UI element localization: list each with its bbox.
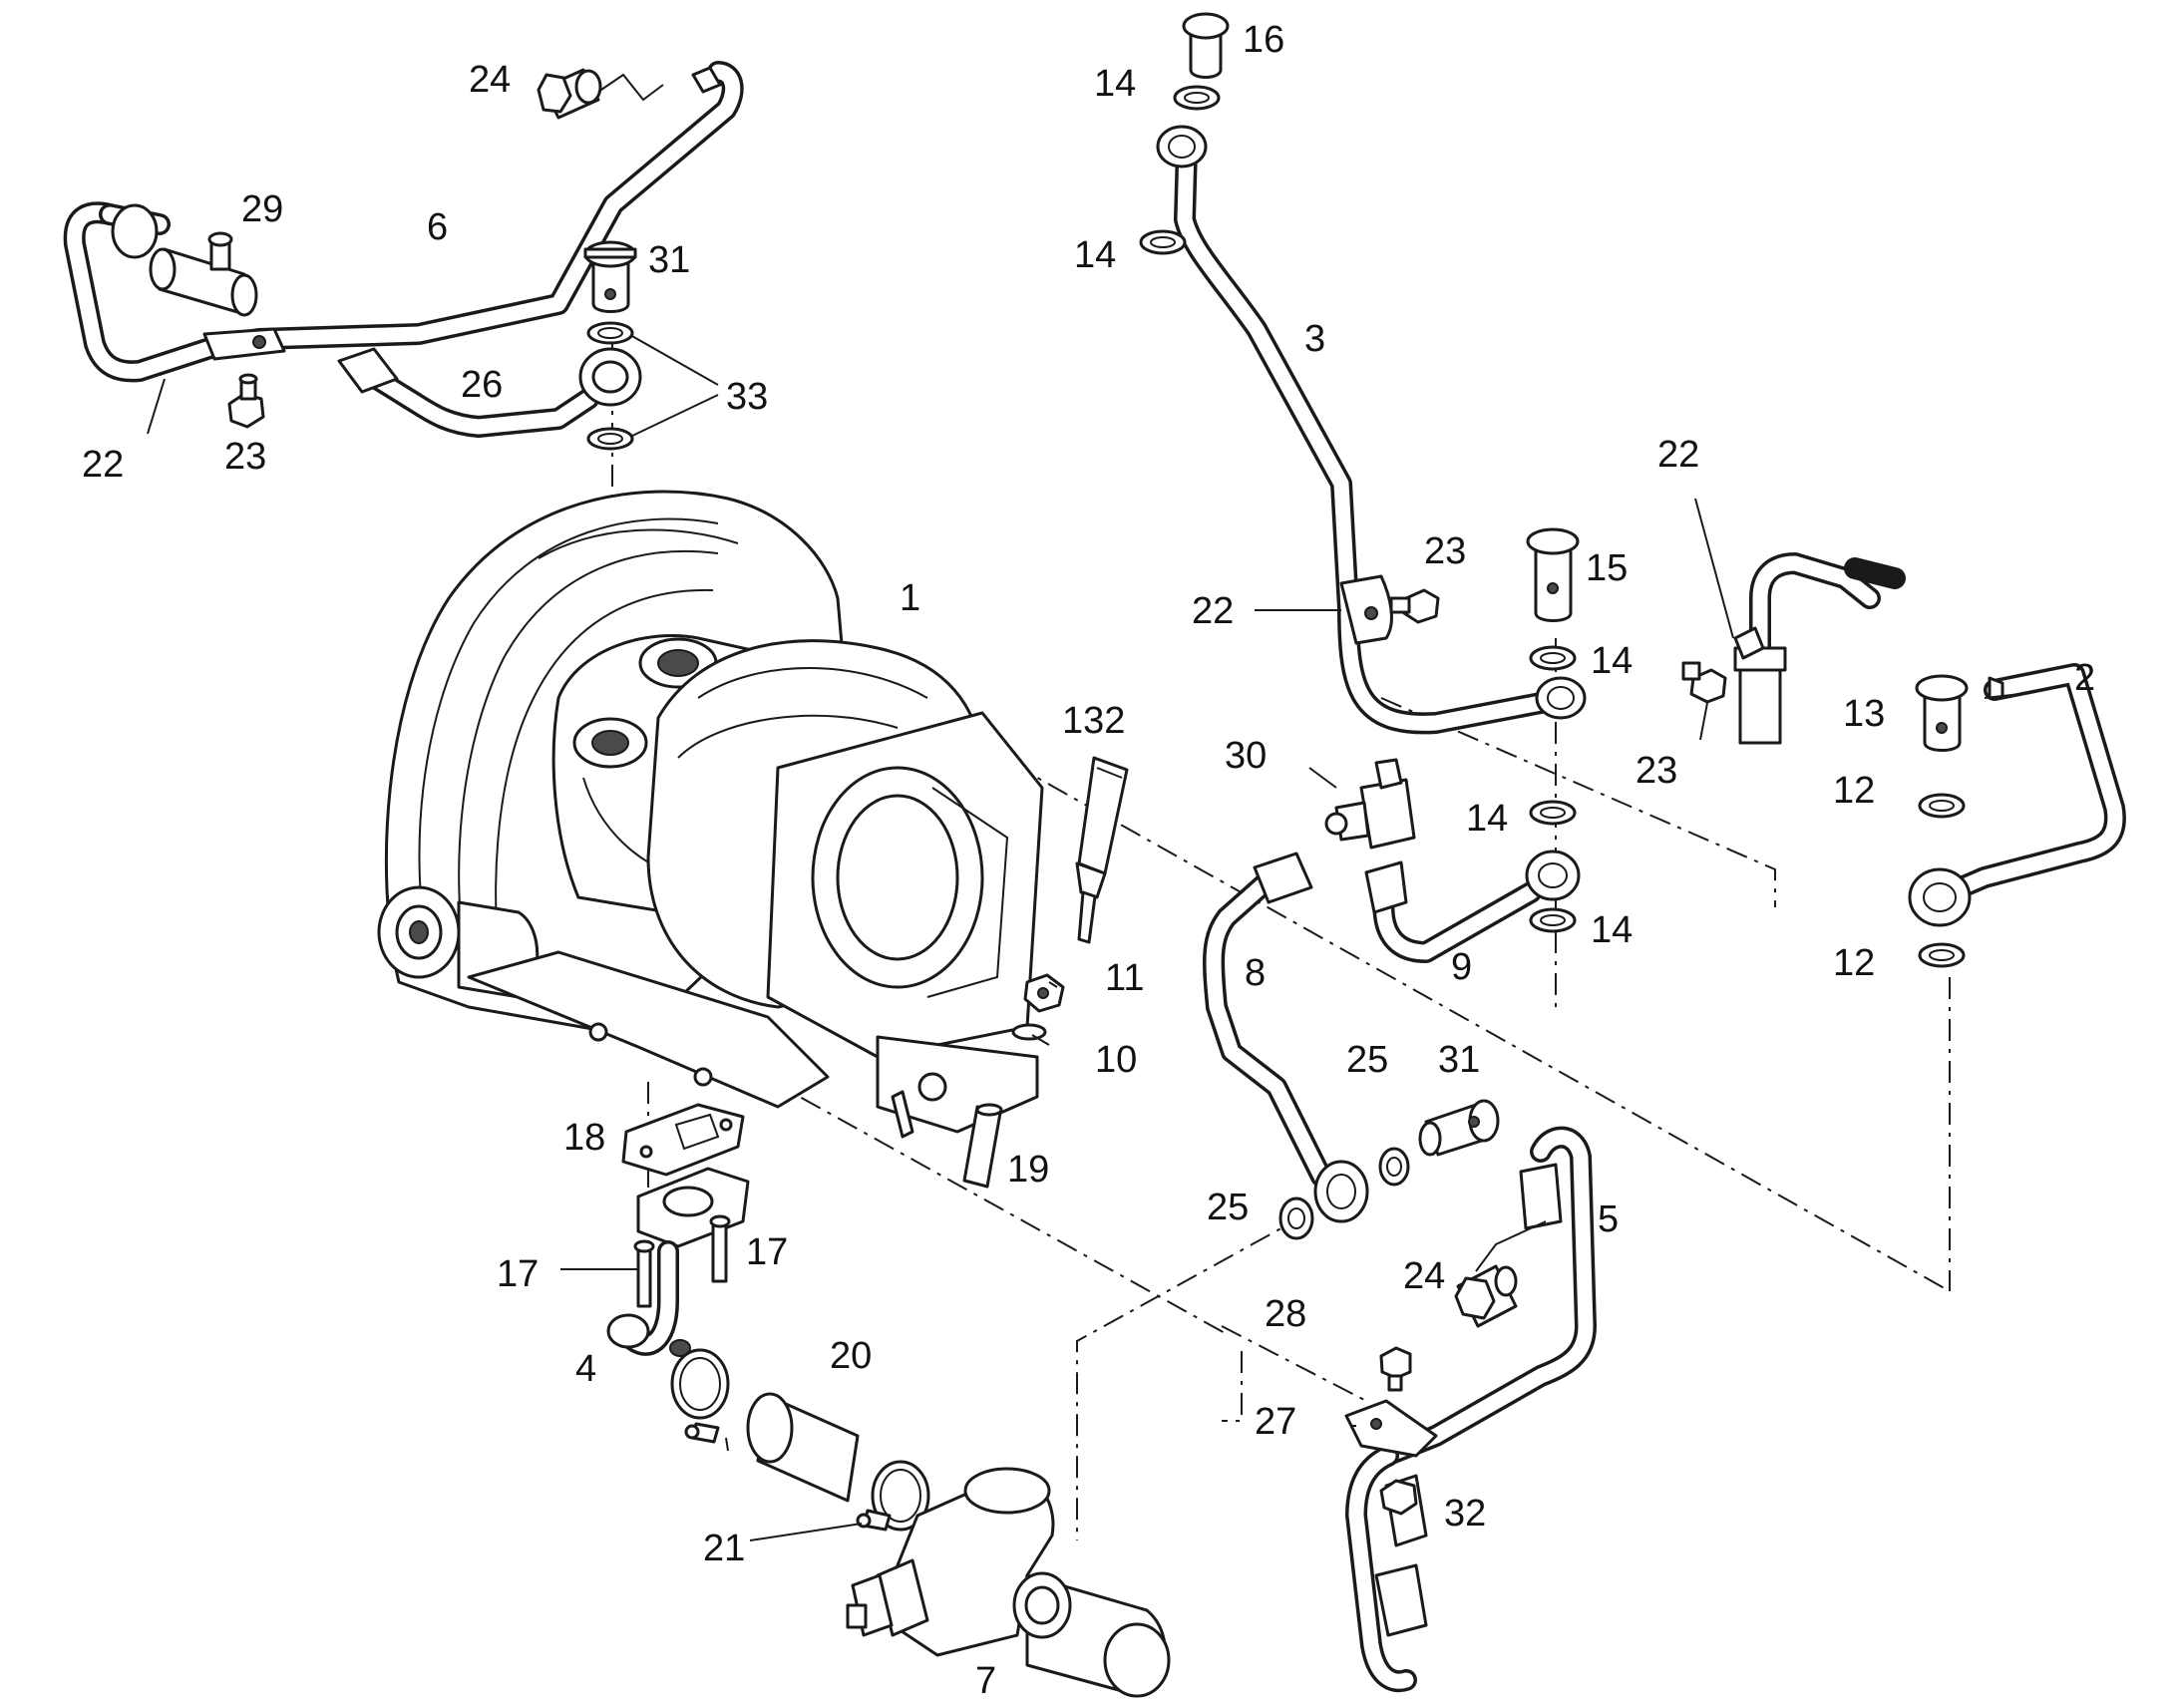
callout-17b: 17 — [746, 1231, 788, 1273]
callout-2: 2 — [2074, 657, 2095, 699]
oil-feed-pipe-6 — [63, 61, 744, 383]
callout-20: 20 — [830, 1335, 872, 1377]
sealant-tube — [1075, 756, 1129, 944]
callout-14c: 14 — [1591, 640, 1633, 682]
callout-17a: 17 — [497, 1253, 539, 1295]
callout-132: 132 — [1062, 700, 1125, 742]
callout-8: 8 — [1245, 952, 1266, 994]
oil-pipe-2 — [1908, 663, 2126, 968]
oil-pipe-3 — [1156, 125, 1587, 735]
banjo-bolt-16 — [1139, 12, 1230, 255]
callout-24b: 24 — [1403, 1255, 1445, 1297]
oil-pipe-9 — [1324, 758, 1581, 963]
callout-25b: 25 — [1207, 1187, 1249, 1228]
callout-6: 6 — [427, 206, 448, 248]
callout-4: 4 — [575, 1348, 596, 1390]
turbocharger-assembly — [377, 490, 1044, 1139]
bolt-23-left — [227, 373, 265, 429]
oil-pipe-5 — [1344, 1126, 1597, 1693]
callout-29: 29 — [241, 188, 283, 230]
callout-9: 9 — [1451, 946, 1472, 988]
callout-22b: 22 — [1192, 590, 1234, 632]
callout-33: 33 — [726, 376, 768, 418]
callout-23a: 23 — [224, 436, 266, 478]
callout-27: 27 — [1255, 1401, 1296, 1443]
callout-5: 5 — [1598, 1198, 1619, 1240]
callout-23b: 23 — [1424, 530, 1466, 572]
banjo-bolt-15 — [1526, 527, 1580, 933]
callout-10: 10 — [1095, 1039, 1137, 1081]
oil-drain-assembly — [606, 1103, 930, 1532]
callout-14d: 14 — [1466, 798, 1508, 840]
callout-32: 32 — [1444, 1493, 1486, 1535]
callout-22c: 22 — [1657, 434, 1699, 476]
callout-7: 7 — [975, 1660, 996, 1702]
callout-26: 26 — [461, 364, 503, 406]
callout-18: 18 — [563, 1117, 605, 1159]
callout-22a: 22 — [82, 444, 124, 486]
callout-14b: 14 — [1074, 234, 1116, 276]
callout-numbers: 1 2 3 4 5 6 7 8 9 10 11 12 12 13 14 14 1… — [82, 19, 2095, 1702]
callout-15: 15 — [1586, 547, 1628, 589]
oil-pipe-8 — [1203, 852, 1500, 1240]
leader-lines — [147, 378, 2030, 1541]
callout-25a: 25 — [1346, 1039, 1388, 1081]
callout-28: 28 — [1265, 1293, 1306, 1335]
callout-30: 30 — [1225, 735, 1267, 777]
callout-1: 1 — [900, 577, 920, 619]
callout-11: 11 — [1105, 957, 1144, 999]
callout-14a: 14 — [1094, 63, 1136, 105]
callout-16: 16 — [1243, 19, 1284, 61]
valve-body — [846, 1467, 1171, 1698]
callout-13: 13 — [1843, 693, 1885, 735]
callout-14e: 14 — [1591, 909, 1633, 951]
callout-19: 19 — [1007, 1149, 1049, 1191]
callout-31b: 31 — [1438, 1039, 1480, 1081]
callout-3: 3 — [1304, 318, 1325, 360]
pipe-clip-22-right — [1681, 552, 1906, 745]
callout-24a: 24 — [469, 59, 511, 101]
callout-21a: 21 — [703, 1528, 745, 1569]
oil-pipe-26 — [337, 240, 719, 451]
callout-12b: 12 — [1833, 942, 1875, 984]
fitting-24-top — [537, 68, 664, 120]
callout-12a: 12 — [1833, 770, 1875, 812]
callout-31a: 31 — [648, 239, 690, 281]
callout-23c: 23 — [1635, 750, 1677, 792]
